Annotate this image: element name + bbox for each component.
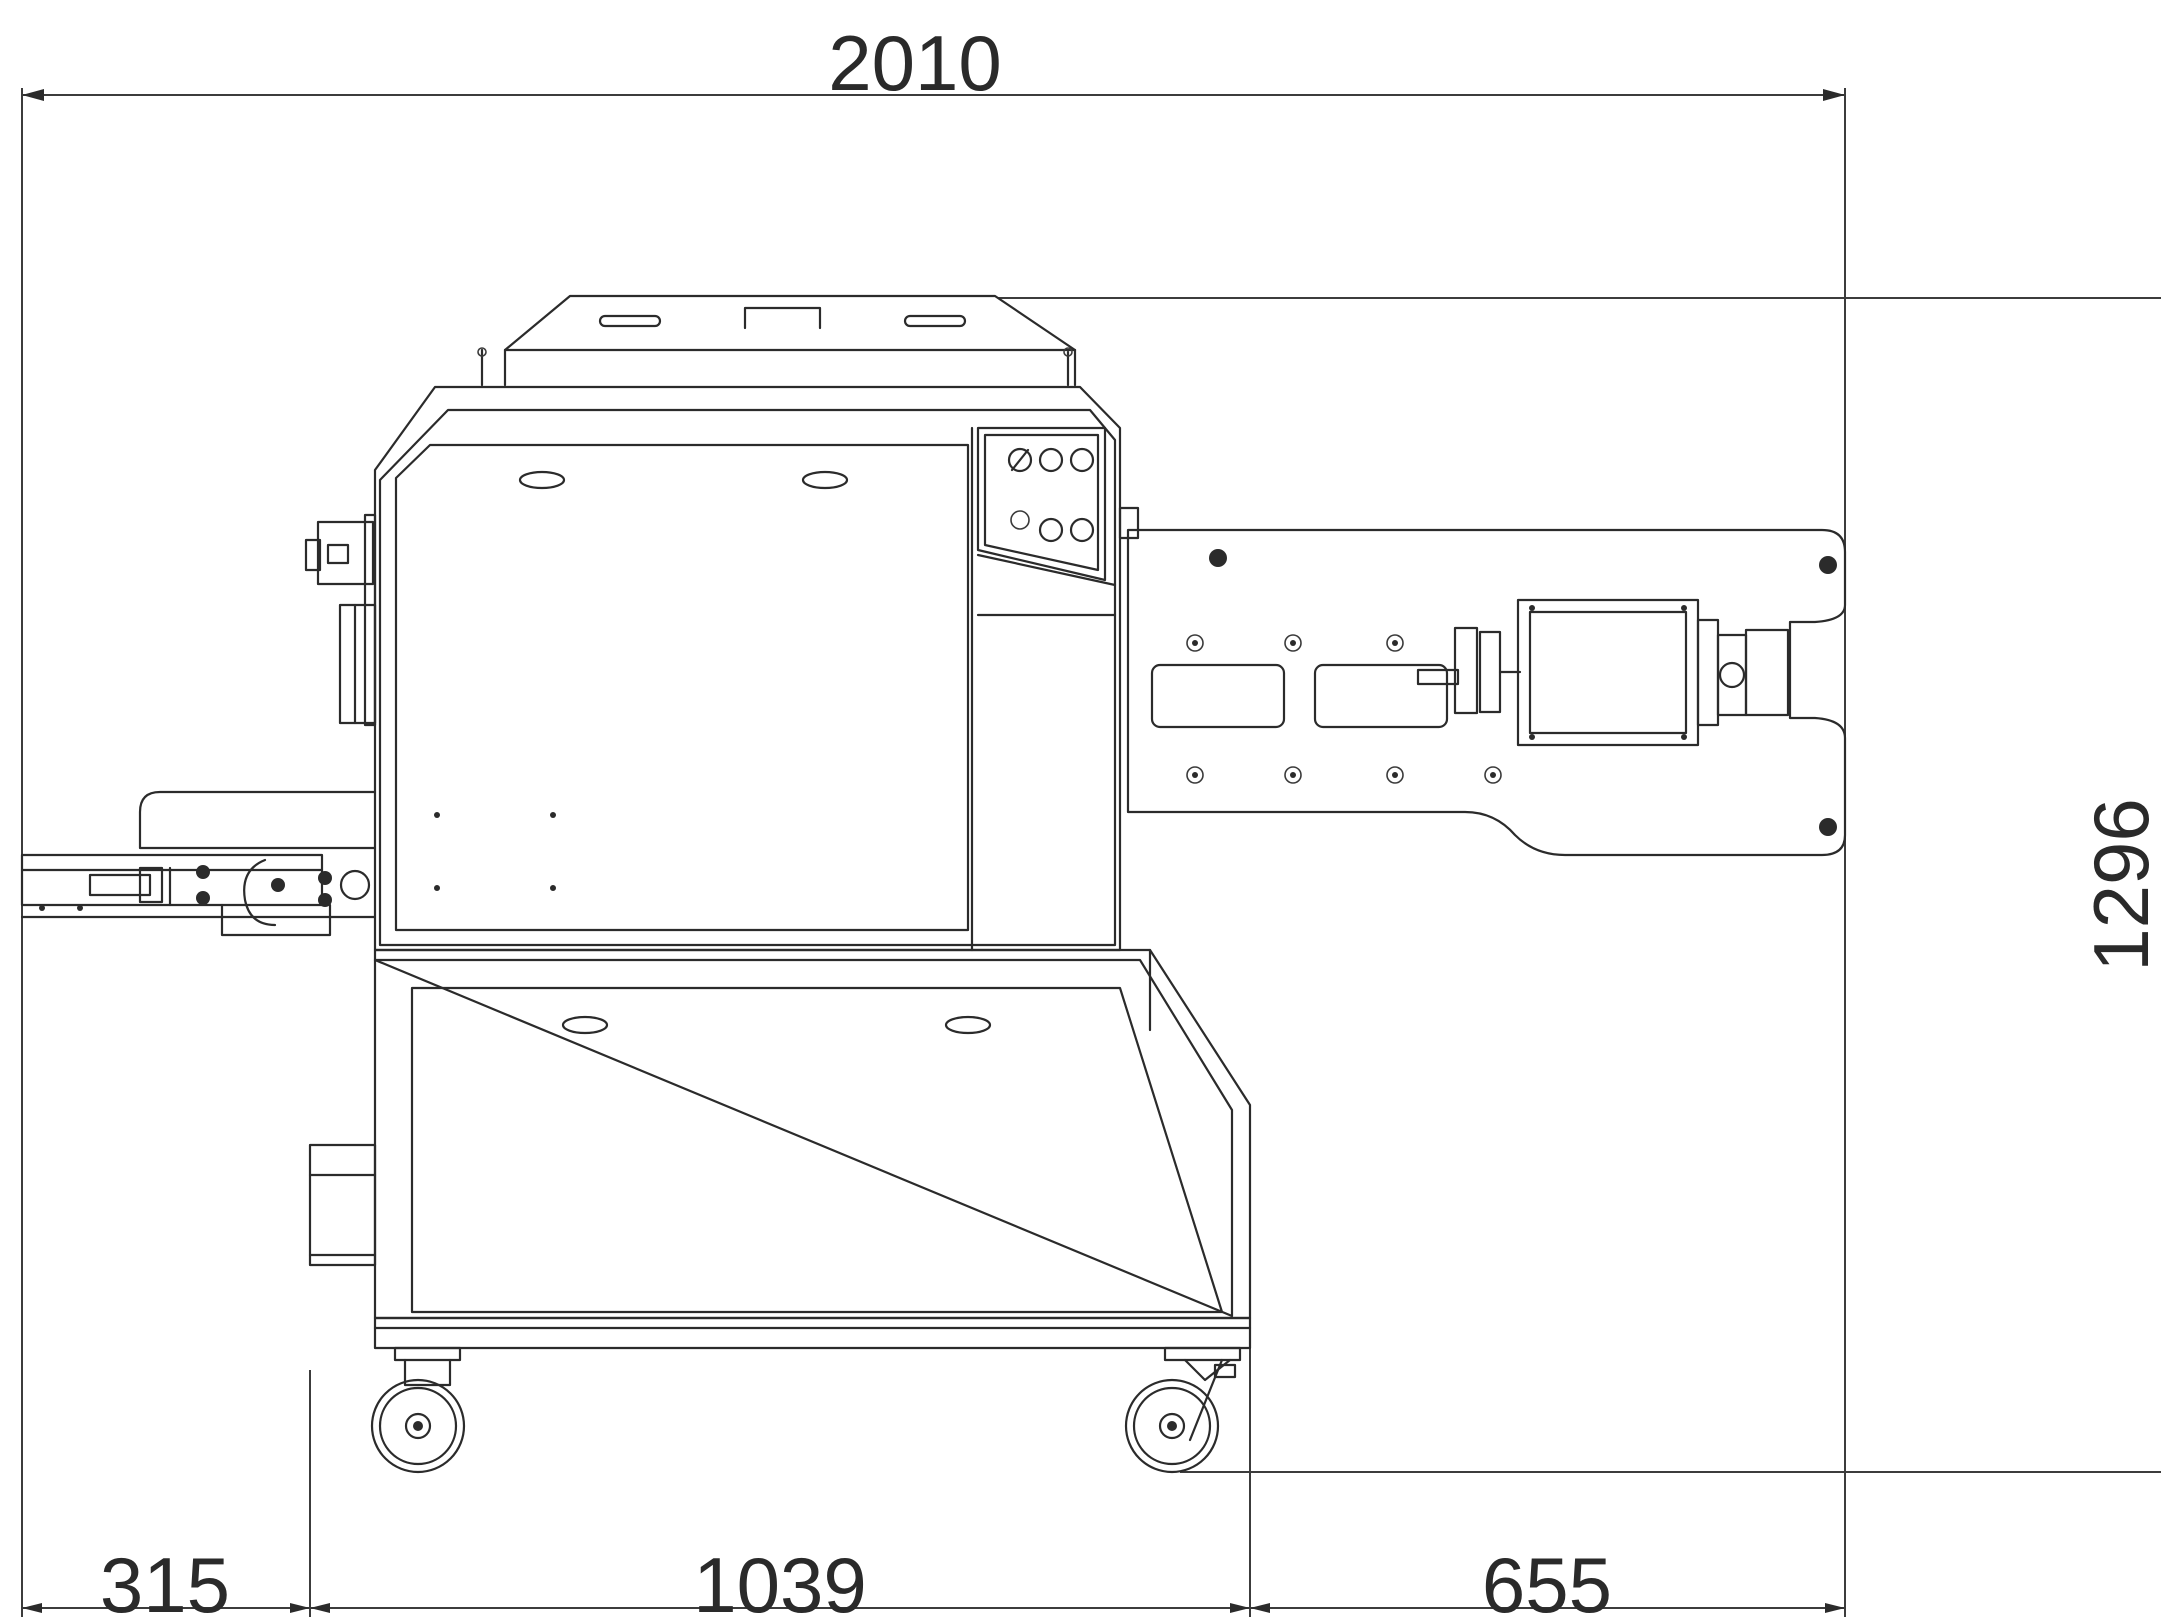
dimension-bottom-chain: 315 1039 655 bbox=[22, 1250, 1845, 1617]
dimension-lines: 2010 315 1039 655 1296 bbox=[21, 19, 2161, 1617]
outfeed-bolts bbox=[1186, 634, 1502, 784]
lower-cabinet bbox=[308, 948, 1252, 1350]
machine-body bbox=[20, 294, 1847, 1474]
control-button-icon bbox=[1038, 447, 1064, 473]
control-knob-icon bbox=[1010, 510, 1030, 530]
control-button-icon bbox=[1069, 447, 1095, 473]
outfeed-arm bbox=[1126, 528, 1847, 857]
infeed-conveyor bbox=[20, 790, 377, 937]
dimension-label-middle-section: 1039 bbox=[693, 1541, 867, 1617]
control-knob-icon bbox=[1007, 447, 1033, 473]
dimension-label-overall-height: 1296 bbox=[2077, 798, 2161, 972]
caster-right bbox=[1124, 1346, 1242, 1474]
dimension-label-overall-length: 2010 bbox=[828, 19, 1002, 107]
dimension-label-left-section: 315 bbox=[100, 1541, 230, 1617]
motor-assembly bbox=[1416, 598, 1790, 747]
control-button-icon bbox=[1038, 517, 1064, 543]
dimension-label-right-section: 655 bbox=[1482, 1541, 1612, 1617]
control-panel bbox=[976, 426, 1140, 617]
upper-cabinet bbox=[373, 385, 1122, 952]
top-lid bbox=[477, 294, 1077, 387]
dimension-overall-height: 1296 bbox=[995, 297, 2161, 1473]
dimension-overall-length: 2010 bbox=[21, 19, 1846, 1617]
caster-left bbox=[370, 1346, 466, 1474]
control-button-icon bbox=[1069, 517, 1095, 543]
left-side-components bbox=[304, 513, 377, 727]
